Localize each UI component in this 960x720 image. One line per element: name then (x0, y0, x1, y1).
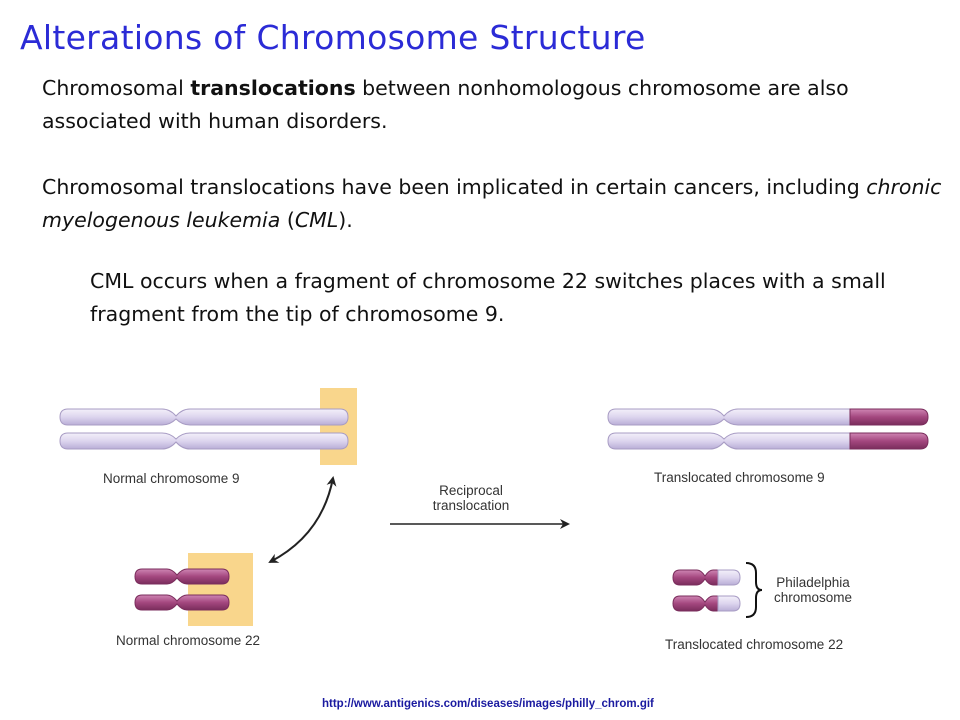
slide-title: Alterations of Chromosome Structure (20, 18, 646, 57)
normal-chromosome-9 (59, 388, 357, 465)
arrow-label-line2: translocation (432, 498, 510, 513)
reciprocal-translocation-label: Reciprocal translocation (415, 483, 527, 513)
tchr22-lower-magenta (672, 595, 719, 612)
chr22-highlight-box (188, 553, 253, 626)
chr22-upper-chromatid (134, 568, 230, 585)
p2-italic-cml-abbr: CML (294, 208, 339, 232)
normal-chr9-label: Normal chromosome 9 (103, 471, 240, 486)
p1-bold-term: translocations (190, 76, 356, 100)
philadelphia-line1: Philadelphia (776, 575, 850, 590)
p2-text-middle: ( (280, 208, 295, 232)
translocated-chromosome-22 (672, 569, 741, 612)
p1-text-after: between nonhomologous chromosome are als… (42, 76, 849, 133)
chr9-lower-chromatid (59, 432, 349, 450)
paragraph-cancers: Chromosomal translocations have been imp… (42, 171, 942, 237)
translocated-chromosome-9 (607, 408, 929, 450)
exchange-arrow (268, 476, 337, 563)
philadelphia-brace (745, 562, 763, 618)
tchr22-lower-lavender (717, 595, 741, 612)
paragraph-cml-mechanism: CML occurs when a fragment of chromosome… (90, 269, 886, 326)
p1-text-before: Chromosomal (42, 76, 191, 100)
tchr9-lower-lavender (607, 432, 851, 450)
tchr22-upper-lavender (717, 569, 741, 586)
tchr9-upper-lavender (607, 408, 851, 426)
philadelphia-chromosome-label: Philadelphia chromosome (760, 575, 866, 605)
paragraph-translocations: Chromosomal translocations between nonho… (42, 72, 942, 138)
philadelphia-line2: chromosome (773, 590, 853, 605)
tchr9-lower-magenta (849, 432, 929, 450)
tchr22-upper-magenta (672, 569, 719, 586)
chr9-highlight-box (320, 388, 357, 465)
normal-chromosome-22 (134, 553, 253, 626)
p2-text-before: Chromosomal translocations have been imp… (42, 175, 867, 199)
chr22-lower-chromatid (134, 594, 230, 611)
translocated-chr22-label: Translocated chromosome 22 (665, 637, 844, 652)
chr9-upper-chromatid (59, 408, 349, 426)
tchr9-upper-magenta (849, 408, 929, 426)
normal-chr22-label: Normal chromosome 22 (116, 633, 261, 648)
arrow-label-line1: Reciprocal (439, 483, 503, 498)
source-url-link[interactable]: http://www.antigenics.com/diseases/image… (322, 698, 654, 710)
p2-italic-cml-name: chronic myelogenous leukemia (42, 175, 942, 232)
translocated-chr9-label: Translocated chromosome 9 (654, 470, 825, 485)
p2-text-after: ). (338, 208, 353, 232)
